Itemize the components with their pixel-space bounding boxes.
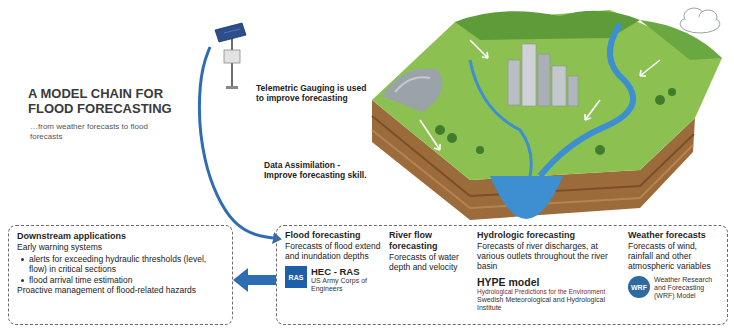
logo-caption: Weather Research and Forecasting (WRF) M… (654, 276, 724, 300)
catchment-block (372, 10, 722, 220)
node-heading: Downstream applications (17, 231, 224, 242)
flow-arrow (248, 275, 276, 285)
node-text: Telemetric Gauging is used to improve fo… (256, 83, 370, 103)
node-text: Forecasts of wind, rainfall and other at… (628, 241, 724, 271)
model-column: Weather forecastsForecasts of wind, rain… (626, 230, 726, 300)
logo-text: HEC - RASUS Army Corps of Engineers (311, 266, 381, 293)
logo-name: HYPE model (477, 276, 621, 288)
gauge-node: Telemetric Gauging is used to improve fo… (210, 25, 370, 103)
node-text: Forecasts of river discharges, at variou… (477, 241, 621, 271)
logo-caption: Swedish Meteorological and Hydrological … (477, 296, 621, 312)
node-heading: Weather forecasts (628, 230, 724, 241)
node-text: Proactive management of flood-related ha… (17, 285, 224, 295)
node-heading: River flow forecasting (389, 230, 471, 252)
subtitle-note: …from weather forecasts to flood forecas… (30, 122, 180, 141)
model-chain-box: Flood forecastingForecasts of flood exte… (276, 225, 728, 325)
cloud-icon (680, 8, 720, 33)
application-box: Downstream applicationsEarly warning sys… (8, 225, 233, 325)
logo-icon: RAS (285, 266, 307, 288)
diagram-title: A MODEL CHAIN FOR FLOOD FORECASTING (28, 86, 186, 116)
logo-row: HYPE modelHydrological Predictions for t… (477, 276, 621, 312)
bullet-item: flood arrival time estimation (17, 275, 224, 285)
logo-row: WRFWeather Research and Forecasting (WRF… (628, 276, 724, 300)
logo-icon: WRF (628, 276, 650, 298)
edge-label: Data Assimilation -Improve forecasting s… (262, 160, 374, 180)
assimilation-arrow (200, 47, 273, 238)
node-heading: Hydrologic forecasting (477, 230, 621, 241)
gauge-icon (215, 23, 246, 89)
model-column: Hydrologic forecastingForecasts of river… (475, 230, 623, 312)
node-heading: Flood forecasting (285, 230, 381, 241)
logo-caption: US Army Corps of Engineers (311, 277, 381, 293)
node-text: Forecasts of flood extend and inundation… (285, 241, 381, 261)
logo-name: HEC - RAS (311, 266, 381, 277)
logo-text: HYPE modelHydrological Predictions for t… (477, 276, 621, 312)
model-column: Flood forecastingForecasts of flood exte… (282, 230, 384, 293)
model-column: River flow forecastingForecasts of water… (387, 230, 473, 272)
node-text: Forecasts of water depth and velocity (389, 252, 471, 272)
node-text: Early warning systems (17, 242, 224, 253)
bullet-item: alerts for exceeding hydraulic threshold… (17, 254, 224, 274)
logo-caption: Hydrological Predictions for the Environ… (477, 288, 621, 296)
logo-text: Weather Research and Forecasting (WRF) M… (654, 276, 724, 300)
logo-row: RASHEC - RASUS Army Corps of Engineers (285, 266, 381, 293)
